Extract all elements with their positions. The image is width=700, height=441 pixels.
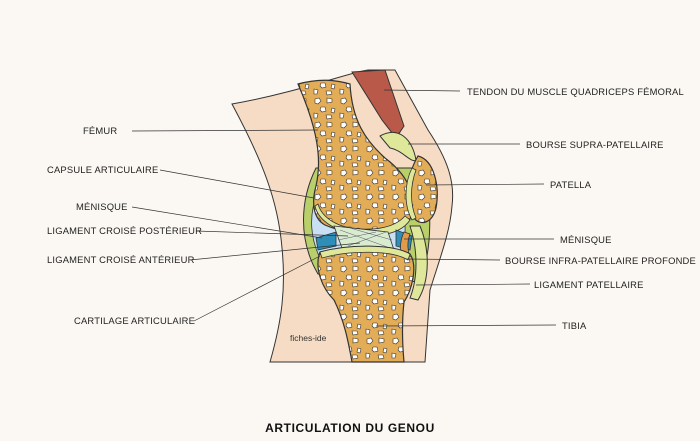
- label-capsule: CAPSULE ARTICULAIRE: [47, 164, 158, 175]
- label-meniscus-right: MÉNISQUE: [560, 234, 612, 245]
- label-tibia: TIBIA: [562, 320, 587, 331]
- label-patellar-ligament: LIGAMENT PATELLAIRE: [534, 279, 644, 290]
- meniscus-posterior: [315, 231, 337, 251]
- patella-cartilage: [405, 167, 417, 221]
- signature: fiches-ide: [290, 333, 327, 343]
- tibia-cartilage: [319, 245, 411, 261]
- label-patella: PATELLA: [550, 179, 592, 190]
- diagram-title: ARTICULATION DU GENOU: [265, 421, 435, 435]
- label-quadriceps-tendon: TENDON DU MUSCLE QUADRICEPS FÉMORAL: [467, 86, 684, 97]
- label-anterior-cruciate: LIGAMENT CROISÉ ANTÉRIEUR: [47, 254, 195, 265]
- label-femur: FÉMUR: [83, 125, 117, 136]
- label-posterior-cruciate: LIGAMENT CROISÉ POSTÉRIEUR: [47, 225, 202, 236]
- label-suprapatellar-bursa: BOURSE SUPRA-PATELLAIRE: [526, 139, 664, 150]
- label-meniscus-left: MÉNISQUE: [76, 201, 128, 212]
- quadriceps-tendon: [351, 69, 405, 139]
- left-leaders: [131, 129, 361, 322]
- label-infrapatellar-bursa: BOURSE INFRA-PATELLAIRE PROFONDE: [505, 255, 696, 266]
- right-leaders: [375, 89, 557, 327]
- patellar-ligament: [409, 225, 428, 301]
- label-articular-cartilage: CARTILAGE ARTICULAIRE: [74, 315, 195, 326]
